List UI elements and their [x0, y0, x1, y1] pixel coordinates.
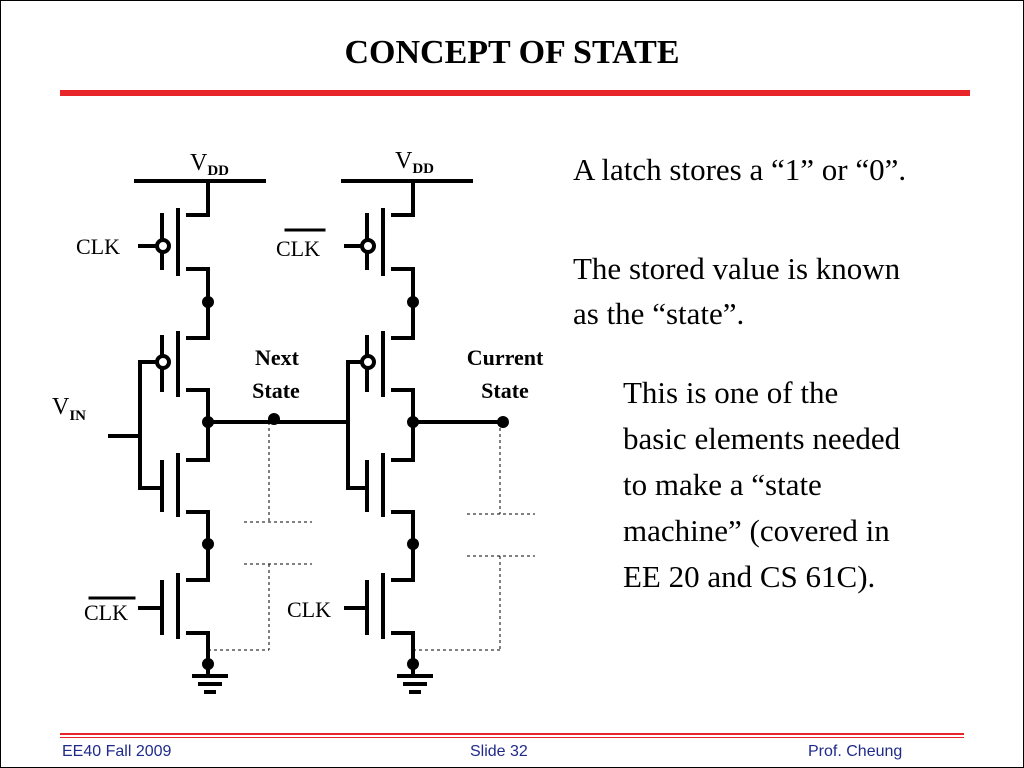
- vdd-label-left: VDD: [190, 150, 229, 179]
- footer-slide-number: Slide 32: [470, 743, 528, 760]
- slide-title: CONCEPT OF STATE: [344, 34, 680, 71]
- clk-bar-label-left-bottom: CLK: [84, 600, 128, 625]
- vin-label: VIN: [52, 394, 86, 424]
- clk-label-right-bottom: CLK: [287, 597, 331, 622]
- clk-bar-label-right-top: CLK: [276, 236, 320, 261]
- footer-course: EE40 Fall 2009: [62, 743, 172, 760]
- current-state-label-line1: Current: [467, 345, 544, 370]
- paragraph-state: The stored value is known as the “state”…: [573, 251, 901, 331]
- footer-rule: [60, 733, 964, 735]
- current-state-label-line2: State: [481, 378, 529, 403]
- paragraph-state-machine: This is one of the basic elements needed…: [623, 375, 901, 594]
- paragraph-latch: A latch stores a “1” or “0”.: [573, 152, 907, 187]
- footer-author: Prof. Cheung: [808, 743, 903, 760]
- title-underline: [60, 90, 970, 96]
- vdd-label-right: VDD: [395, 148, 434, 177]
- next-state-label-line2: State: [252, 378, 300, 403]
- footer-rule-thin: [60, 737, 964, 738]
- clk-label-left-top: CLK: [76, 234, 120, 259]
- next-state-label-line1: Next: [255, 345, 300, 370]
